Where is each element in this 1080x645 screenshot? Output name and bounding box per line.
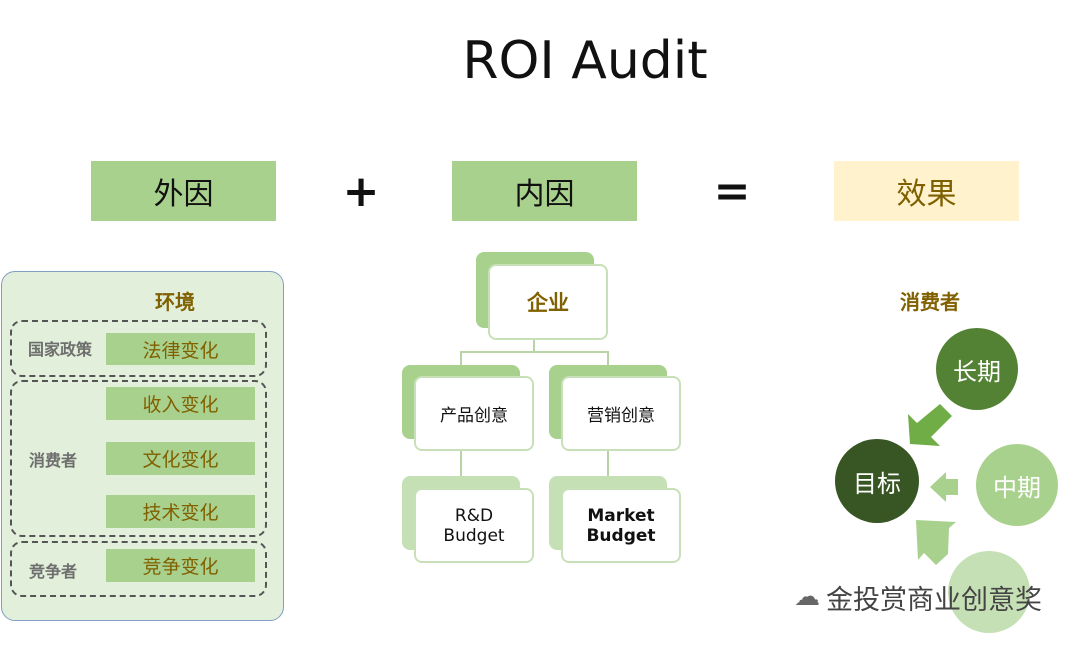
arrow-mid-to-target [930,472,958,502]
page-title: ROI Audit [462,31,708,91]
long-term-label: 长期 [953,357,1001,386]
mid-term-circle: 中期 [976,444,1058,526]
market-budget-line2: Budget [586,525,656,546]
marketing-idea-label: 营销创意 [587,406,655,426]
connector-root [533,340,535,352]
connector-leaf-right [607,451,609,478]
competitor-group [10,541,267,597]
effect-arrows [908,404,958,565]
tech-change-box: 技术变化 [106,495,255,528]
product-idea-label: 产品创意 [440,406,508,426]
plus-sign: + [342,165,380,217]
rd-budget-node: R&D Budget [414,488,534,563]
marketing-idea-node: 营销创意 [561,376,681,451]
effect-box: 效果 [834,161,1019,221]
external-factors-box: 外因 [91,161,276,221]
root-node-label: 企业 [527,291,569,315]
environment-title: 环境 [155,289,195,314]
mid-term-label: 中期 [993,473,1041,502]
product-idea-node: 产品创意 [414,376,534,451]
short-term-circle [948,551,1030,633]
market-budget-line1: Market [587,505,655,526]
rd-budget-line1: R&D [454,505,494,526]
connector-leaf-left [460,451,462,478]
consumer-group-label: 消费者 [28,451,77,470]
competition-change-box: 竞争变化 [106,549,255,582]
connector-left [460,351,462,376]
long-term-circle: 长期 [936,328,1018,410]
watermark: ☁ 金投赏商业创意奖 [778,575,1058,619]
wechat-icon: ☁ [794,582,820,612]
arrow-long-to-target [908,404,952,446]
law-change-box: 法律变化 [106,333,255,365]
rd-budget-line2: Budget [443,525,505,546]
equals-sign: = [713,165,751,217]
internal-factors-box: 内因 [452,161,637,221]
policy-group-label: 国家政策 [27,340,92,359]
arrow-short-to-target [916,520,956,565]
consumer-title: 消费者 [900,289,960,314]
consumer-group [10,380,267,537]
root-node: 企业 [488,264,608,340]
income-change-box: 收入变化 [106,387,255,420]
target-circle: 目标 [835,439,919,523]
target-label: 目标 [853,469,901,498]
connector-horizontal [460,351,608,353]
policy-group [10,320,267,377]
watermark-text: 金投赏商业创意奖 [826,584,1042,616]
competitor-group-label: 竞争者 [28,562,77,581]
market-budget-node: Market Budget [561,488,681,563]
connector-right [607,351,609,376]
culture-change-box: 文化变化 [106,442,255,475]
